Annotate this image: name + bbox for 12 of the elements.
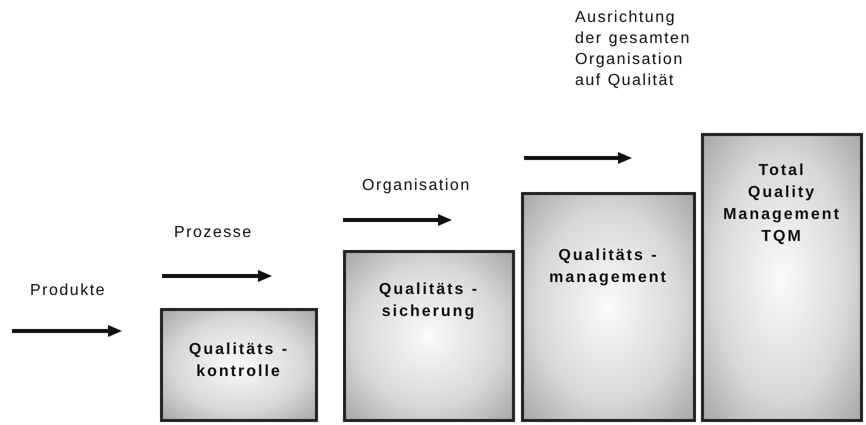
step-label: Qualitäts - kontrolle [188, 340, 290, 382]
step-label: Qualitäts - management [548, 246, 669, 288]
stair-step-box [160, 308, 318, 422]
stage-label: Organisation [362, 176, 471, 196]
step-label: Total Quality Management TQM [722, 161, 842, 247]
stair-step-box [343, 250, 515, 422]
step-label: Qualitäts - sicherung [378, 280, 480, 322]
stair-step-box [521, 192, 696, 422]
stage-label: Ausrichtung der gesamten Organisation auf Qualität [575, 8, 692, 91]
stage-label: Prozesse [174, 223, 253, 243]
stair-step-box [701, 133, 863, 422]
stage-label: Produkte [30, 281, 106, 301]
